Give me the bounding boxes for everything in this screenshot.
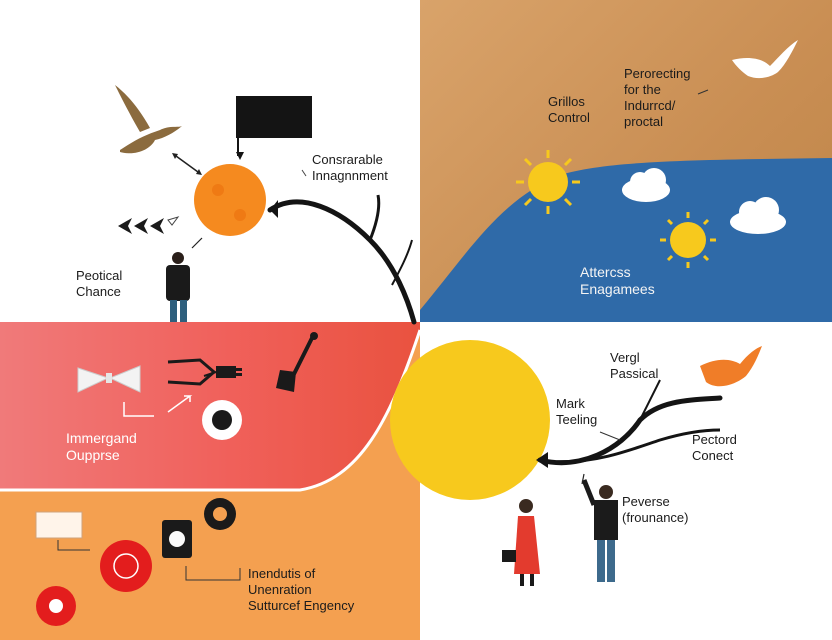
sun-yellow-large (390, 340, 550, 500)
sun-small-icon (516, 150, 580, 214)
gear-icon (204, 498, 236, 530)
cloud-icon (622, 168, 670, 202)
plug-icon (203, 366, 242, 378)
cloud-icon-2 (730, 197, 786, 234)
label-peverse: Peverse(frounance) (622, 494, 689, 525)
flag-icon (236, 96, 312, 138)
box-icon (35, 511, 83, 539)
box-dark-icon (162, 520, 192, 558)
bird-white-icon (732, 40, 798, 79)
bird-icon (115, 85, 182, 154)
sky-region (420, 158, 832, 322)
sun-small-icon-2 (660, 212, 716, 268)
person-woman-icon (502, 499, 540, 586)
bow-icon (77, 365, 141, 393)
sun-icon (194, 164, 266, 236)
arrow-chevrons-icon (118, 218, 164, 234)
eye-icon (202, 400, 242, 440)
tongs-icon (167, 358, 217, 386)
branch-top (267, 199, 417, 325)
quadrant-top-left (0, 0, 420, 322)
target-icon (100, 540, 152, 592)
person-man-icon (581, 479, 618, 582)
person-icon (166, 252, 190, 322)
shovel-icon (276, 332, 318, 392)
orange-band-lower (0, 329, 422, 492)
bird-orange-icon (700, 346, 762, 387)
